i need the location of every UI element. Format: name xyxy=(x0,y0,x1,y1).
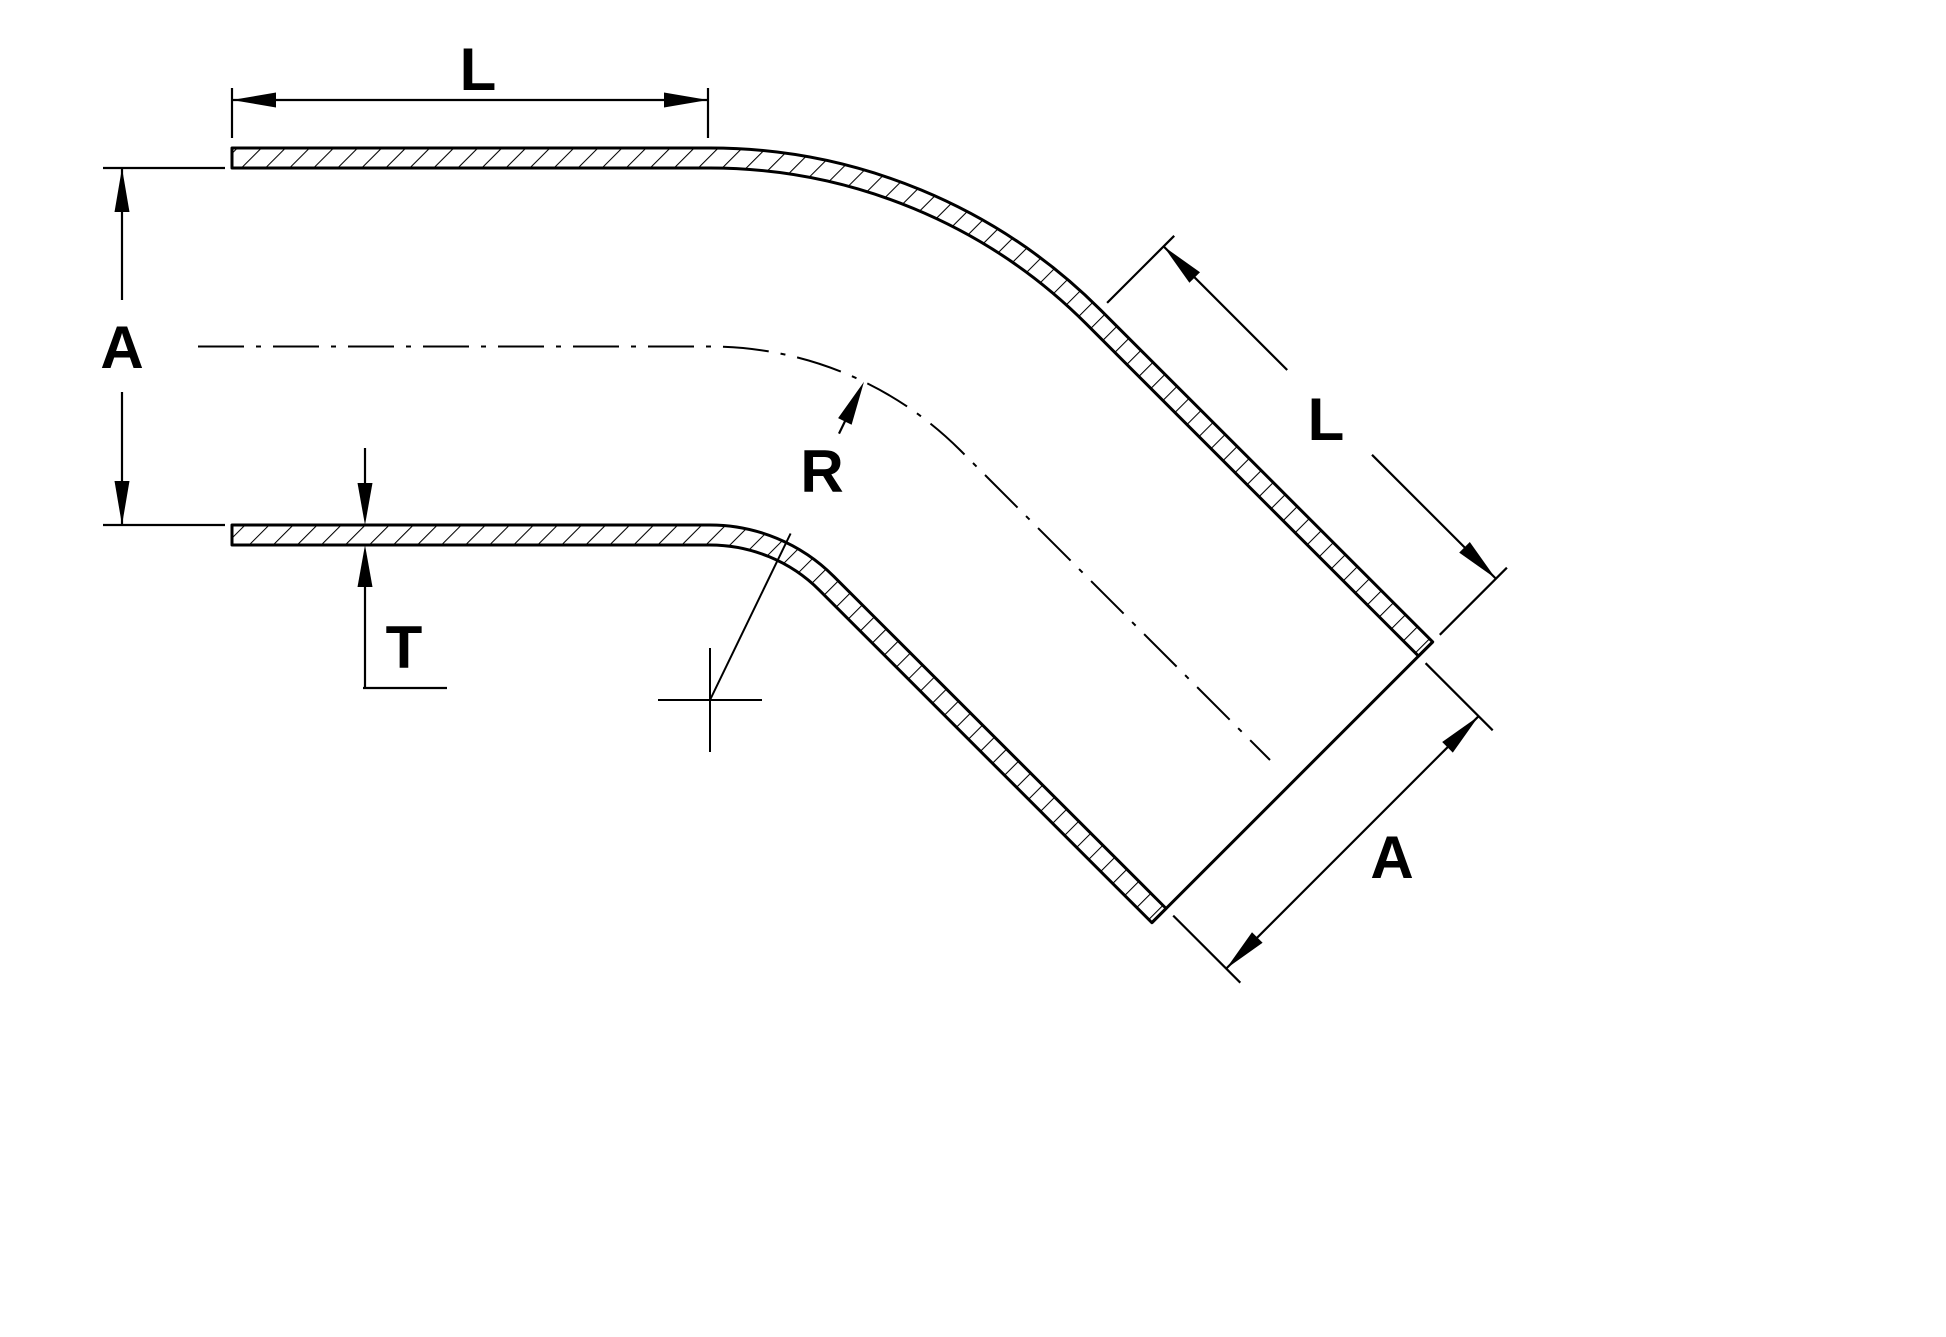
hose-end-face xyxy=(1150,640,1434,924)
label-bend-radius: R xyxy=(800,438,843,505)
arrowhead-upleft-icon xyxy=(1163,246,1200,283)
arrowhead-down-icon xyxy=(114,481,130,525)
dim-leg-length: L xyxy=(1106,235,1508,636)
radius-line xyxy=(709,533,792,701)
arrowhead-down-icon xyxy=(357,483,373,525)
arrowhead-upright-icon xyxy=(1442,716,1479,753)
label-leg-diameter: A xyxy=(1370,824,1413,891)
dimension-line xyxy=(1225,715,1480,970)
arrowhead-right-icon xyxy=(664,92,708,108)
arrowhead-radius-icon xyxy=(838,381,864,425)
dim-wall-thickness: T xyxy=(357,448,447,690)
arrowhead-left-icon xyxy=(232,92,276,108)
dim-leg-diameter: A xyxy=(1172,662,1494,984)
dim-left-diameter: A xyxy=(100,166,225,527)
extension-lines xyxy=(103,166,225,527)
hose-body xyxy=(230,146,1435,925)
dim-bend-radius: R xyxy=(658,381,864,752)
hose-inner-wall xyxy=(230,523,1168,925)
arrowhead-downright-icon xyxy=(1459,542,1496,579)
leader-line-lower xyxy=(363,585,447,690)
centerline xyxy=(198,345,1271,761)
label-leg-length: L xyxy=(1308,386,1345,453)
arrowhead-up-icon xyxy=(114,168,130,212)
label-left-diameter: A xyxy=(100,314,143,381)
extension-lines xyxy=(1172,662,1494,984)
extension-lines xyxy=(230,88,710,138)
label-top-length: L xyxy=(460,36,497,103)
label-wall-thickness: T xyxy=(386,614,423,681)
arrowhead-up-icon xyxy=(357,545,373,587)
dim-top-length: L xyxy=(230,36,710,138)
arrowhead-downleft-icon xyxy=(1226,932,1263,969)
